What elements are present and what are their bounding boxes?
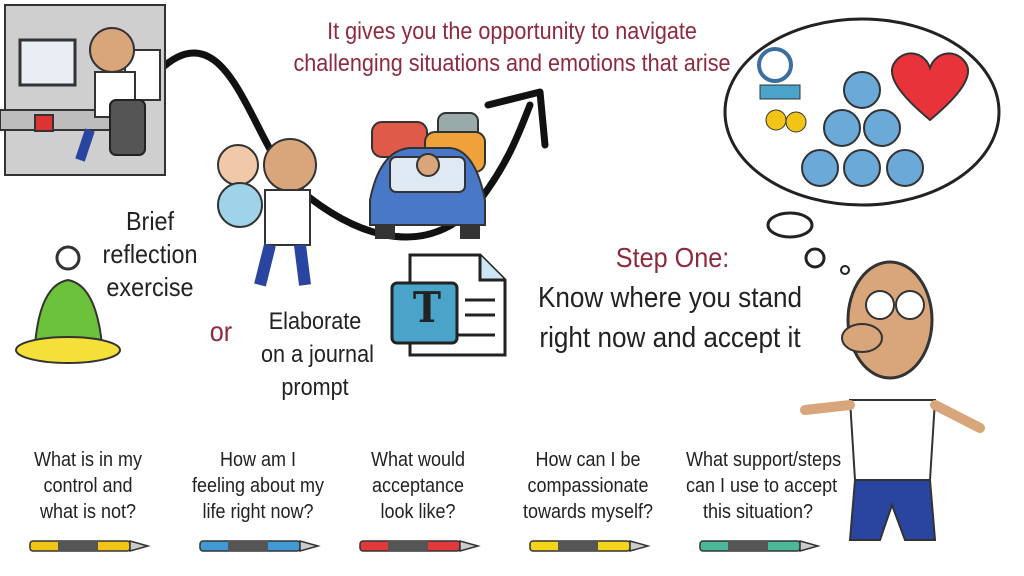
office-worker-illustration: [0, 4, 166, 176]
journal-question: What is in my control and what is not?: [16, 447, 160, 525]
fountain-pen-icon: [29, 540, 151, 552]
journal-question: What support/steps can I use to accept thi…: [686, 447, 842, 525]
header-line-1: It gives you the opportunity to navigate: [327, 18, 697, 45]
journal-line: on a journal: [261, 341, 374, 368]
question-line: How can I be: [535, 449, 641, 471]
thought-bubble: [723, 17, 1001, 275]
question-line: towards myself?: [522, 501, 654, 523]
journal-label: Elaborate on a journal prompt: [261, 305, 374, 404]
heart-icon: [890, 52, 970, 122]
man-holding-crying-baby-illustration: [217, 138, 317, 287]
reflection-label: Brief reflection exercise: [101, 205, 200, 304]
journal-question: How can I be compassionate towards myself?: [516, 447, 660, 525]
step-line-2: right now and accept it: [539, 322, 801, 354]
question-line: What is in my: [33, 449, 143, 471]
question-line: compassionate: [527, 475, 649, 497]
reflection-line: Brief: [125, 206, 175, 236]
step-line-1: Know where you stand: [537, 282, 803, 314]
question-line: What support/steps: [686, 449, 842, 471]
document-text-icon: [390, 253, 507, 357]
journal-line: Elaborate: [268, 308, 362, 335]
question-line: feeling about my: [191, 475, 325, 497]
fountain-pen-icon: [359, 540, 481, 552]
document-letter: T: [412, 283, 442, 332]
traffic-cars-illustration: [369, 112, 486, 239]
question-line: What would: [370, 449, 466, 471]
clock-telescope-icon: [757, 47, 807, 133]
fountain-pen-icon: [199, 540, 321, 552]
question-line: control and: [43, 475, 133, 497]
journal-line: prompt: [281, 374, 349, 401]
question-line: How am I: [219, 449, 297, 471]
journal-question: How am I feeling about my life right now?: [186, 447, 330, 525]
curved-arrow: [146, 49, 534, 241]
question-line: this situation?: [702, 501, 814, 523]
question-line: can I use to accept: [686, 475, 838, 497]
question-line: acceptance: [371, 475, 465, 497]
reflection-line: reflection: [102, 239, 198, 269]
fountain-pen-icon: [699, 540, 821, 552]
fountain-pen-icon: [529, 540, 651, 552]
people-avatars-icon: [801, 71, 924, 187]
or-label: or: [209, 316, 233, 347]
header-line-2: challenging situations and emotions that…: [293, 50, 731, 77]
question-line: life right now?: [202, 501, 314, 523]
shrugging-man-illustration: [800, 260, 985, 541]
meditating-figure-illustration: [15, 245, 121, 364]
step-title: Step One:: [615, 242, 730, 273]
reflection-line: exercise: [106, 272, 194, 302]
arrow-head-icon: [484, 88, 549, 149]
question-line: what is not?: [39, 501, 137, 523]
journal-question: What would acceptance look like?: [346, 447, 490, 525]
question-line: look like?: [380, 501, 456, 523]
